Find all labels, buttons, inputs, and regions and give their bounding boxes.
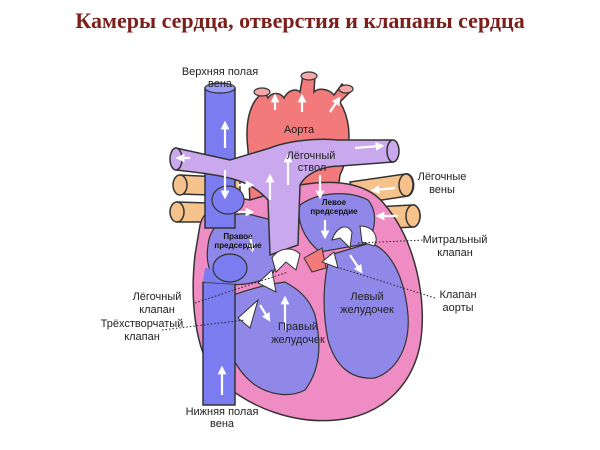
pulmonary-valve [271,248,301,273]
label-inferior-vena-cava-1: Нижняя полая [186,406,259,418]
label-mitral-valve-2: клапан [437,247,473,259]
label-tricuspid-valve-2: клапан [124,331,160,343]
label-right-atrium-2: предсердие [214,241,262,250]
label-right-atrium-1: Правое [223,232,253,241]
label-pulmonary-trunk-1: Лёгочный [287,150,336,162]
label-left-atrium-1: Левое [322,198,347,207]
tricuspid-valve [237,269,277,329]
label-right-ventricle-1: Правый [278,321,318,333]
diagram-title: Камеры сердца, отверстия и клапаны сердц… [75,8,525,33]
label-leader-lines [161,239,436,331]
label-pulmonary-veins-1: Лёгочные [418,171,467,183]
label-left-atrium-2: предсердие [310,207,358,216]
label-tricuspid-valve-1: Трёхстворчатый [101,318,184,330]
label-aortic-valve-2: аорты [442,302,473,314]
mitral-valve [331,225,377,250]
label-pulmonary-valve-2: клапан [139,304,175,316]
label-left-ventricle-1: Левый [350,291,383,303]
label-mitral-valve-1: Митральный [423,234,488,246]
label-pulmonary-valve-1: Лёгочный [133,291,182,303]
aortic-valve [303,247,339,273]
label-aorta: Аорта [284,124,315,136]
label-superior-vena-cava-2: вена [208,78,233,90]
label-pulmonary-trunk-2: ствол [298,162,327,174]
label-right-ventricle-2: желудочек [271,334,325,346]
inferior-vena-cava-shape [202,281,236,406]
flow-arrows [175,93,398,395]
label-aortic-valve-1: Клапан [439,289,476,301]
label-pulmonary-veins-2: вены [429,184,455,196]
label-left-ventricle-2: желудочек [340,304,394,316]
pulmonary-trunk-shape [175,138,394,257]
right-ventricle-chamber [219,281,320,396]
left-atrium-chamber [298,193,375,253]
label-superior-vena-cava-1: Верхняя полая [182,66,258,78]
aorta-branches [253,71,354,97]
left-ventricle-chamber [323,242,409,379]
label-inferior-vena-cava-2: вена [210,418,235,430]
